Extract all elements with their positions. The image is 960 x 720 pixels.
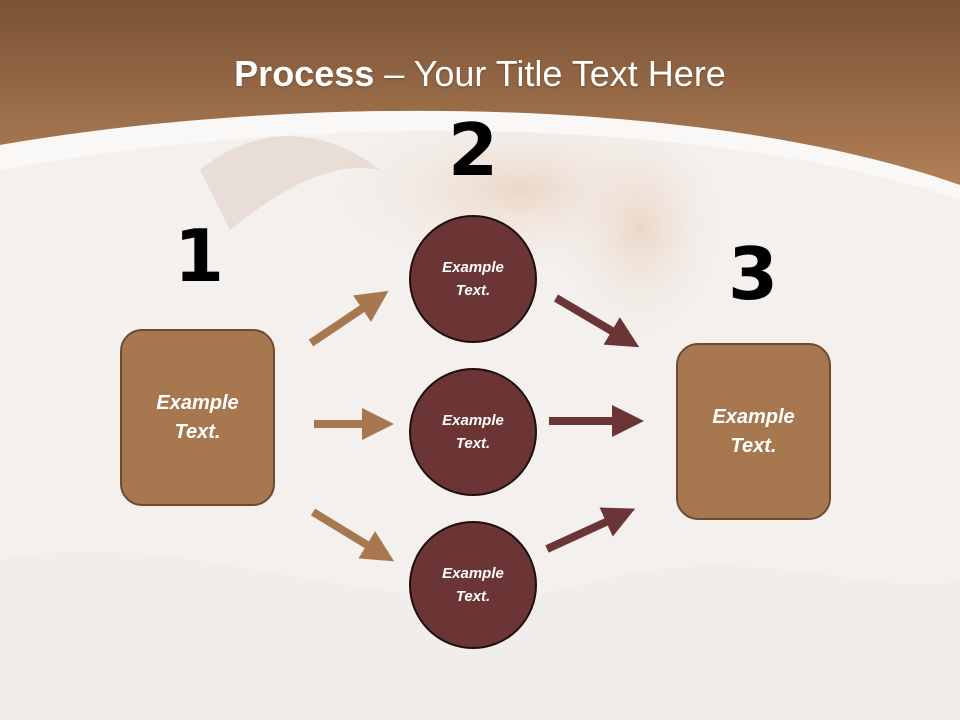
- right-box: Example Text.: [676, 343, 831, 520]
- arrow-left-to-top: [308, 290, 389, 347]
- circle-bottom: Example Text.: [409, 521, 537, 649]
- circle-top-text: Example Text.: [442, 259, 504, 299]
- left-box: Example Text.: [120, 329, 275, 506]
- circle-top: Example Text.: [409, 215, 537, 343]
- circle-middle-text: Example Text.: [442, 412, 504, 452]
- circle-bottom-text: Example Text.: [442, 565, 504, 605]
- left-box-text: Example Text.: [156, 391, 239, 443]
- circle-middle: Example Text.: [409, 368, 537, 496]
- arrow-bottom-to-right: [545, 507, 636, 553]
- right-box-text: Example Text.: [712, 405, 795, 457]
- step-number-3: 3: [727, 232, 779, 316]
- slide-title: Process – Your Title Text Here: [0, 50, 960, 98]
- arrow-left-to-bottom: [310, 508, 395, 562]
- arrow-top-to-right: [553, 294, 640, 348]
- title-bold: Process: [234, 53, 375, 94]
- step-number-2: 2: [447, 108, 499, 192]
- title-rest: – Your Title Text Here: [374, 53, 726, 94]
- step-number-1: 1: [173, 214, 225, 298]
